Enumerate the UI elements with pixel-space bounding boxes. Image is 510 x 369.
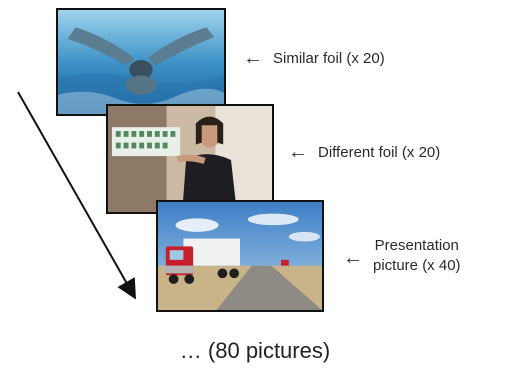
presentation-picture-label: ← Presentation picture (x 40): [343, 236, 461, 275]
truck-image: [158, 202, 322, 310]
tray-holder-image: [108, 106, 272, 212]
arrow-left-icon: ←: [288, 141, 308, 163]
similar-foil-text: Similar foil (x 20): [273, 49, 385, 67]
tray-holder-picture: [106, 104, 274, 214]
similar-foil-label: ← Similar foil (x 20): [243, 48, 385, 68]
presentation-line-1: Presentation: [374, 237, 459, 254]
arrow-left-icon: ←: [243, 47, 263, 69]
different-foil-text: Different foil (x 20): [318, 143, 441, 161]
truck-picture: [156, 200, 324, 312]
presentation-line-2: picture (x 40): [373, 256, 461, 274]
arrow-left-icon: ←: [343, 247, 363, 269]
swimmer-picture: [56, 8, 226, 116]
swimmer-image: [58, 10, 224, 114]
different-foil-label: ← Different foil (x 20): [288, 142, 440, 162]
picture-count-caption: … (80 pictures): [179, 338, 331, 363]
